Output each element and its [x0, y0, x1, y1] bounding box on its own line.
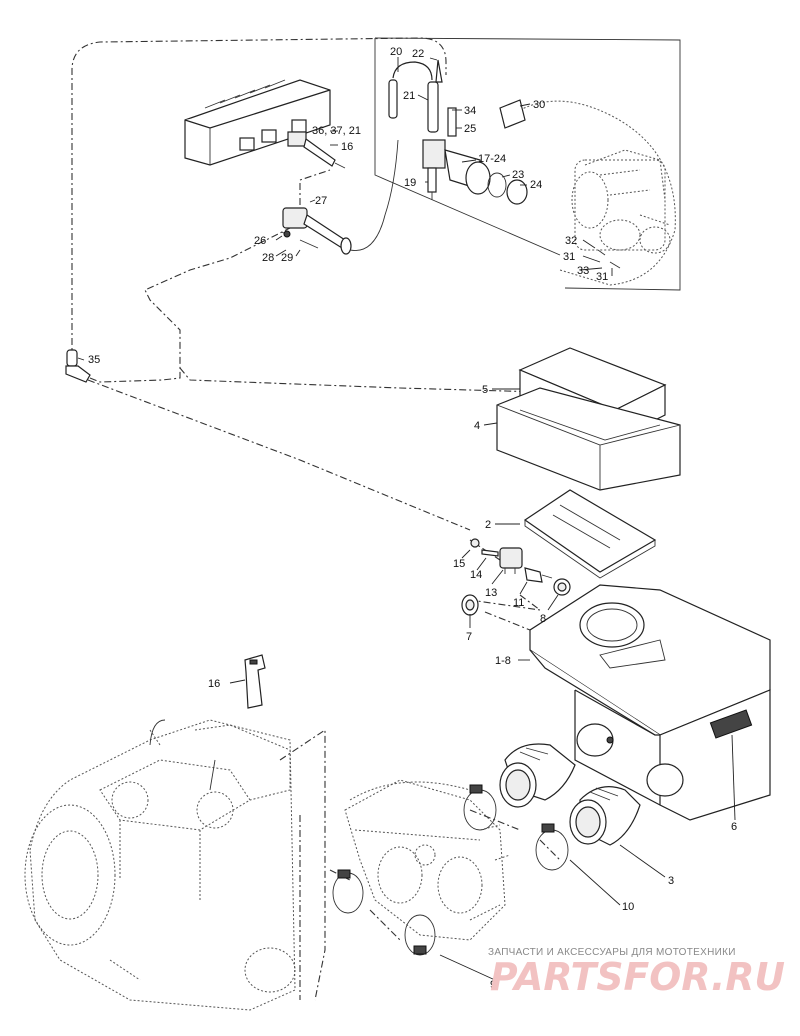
small-parts — [461, 538, 571, 616]
routing-lines — [71, 37, 561, 1001]
label-32: 32 — [565, 235, 577, 247]
label-28: 28 — [262, 252, 274, 264]
engine-sketch — [24, 719, 296, 1011]
label-33: 33 — [577, 265, 589, 277]
label-16-bottom: 16 — [208, 678, 220, 690]
label-35: 35 — [88, 354, 100, 366]
label-24: 24 — [530, 179, 542, 191]
inset-engine-sketch — [571, 149, 671, 269]
label-10: 10 — [622, 901, 634, 913]
label-36-37-21: 36, 37, 21 — [312, 125, 361, 137]
label-13: 13 — [485, 587, 497, 599]
label-5: 5 — [482, 384, 488, 396]
ecu-module — [184, 79, 331, 166]
label-14: 14 — [470, 569, 482, 581]
filter-plate-2 — [523, 489, 657, 579]
sensor-connector — [287, 131, 346, 169]
hose-clamps — [332, 784, 569, 956]
rubber-couplers — [499, 743, 641, 846]
sensor-27 — [281, 139, 399, 255]
label-31-right: 31 — [596, 271, 608, 283]
label-8: 8 — [540, 613, 546, 625]
label-21: 21 — [403, 90, 415, 102]
elbow-fitting-35 — [65, 349, 91, 383]
label-3: 3 — [668, 875, 674, 887]
label-19: 19 — [404, 177, 416, 189]
label-11: 11 — [513, 597, 524, 609]
label-34: 34 — [464, 105, 476, 117]
watermark-brand: PARTSFOR.RU — [490, 955, 785, 999]
label-30: 30 — [533, 99, 545, 111]
filter-frame-4 — [496, 387, 681, 491]
watermark-tagline: ЗАПЧАСТИ И АКСЕССУАРЫ ДЛЯ МОТОТЕХНИКИ — [488, 947, 736, 958]
callout-labels: 20 22 21 34 30 25 36, 37, 21 16 17-24 23… — [88, 46, 737, 991]
label-2: 2 — [485, 519, 491, 531]
airbox-housing — [529, 584, 771, 821]
label-20: 20 — [390, 46, 402, 58]
label-6: 6 — [731, 821, 737, 833]
label-23: 23 — [512, 169, 524, 181]
watermark: ЗАПЧАСТИ И АКСЕССУАРЫ ДЛЯ МОТОТЕХНИКИ PA… — [488, 947, 785, 999]
injector-assembly — [388, 59, 528, 205]
label-15: 15 — [453, 558, 465, 570]
carburetor-sketch — [344, 779, 511, 941]
label-27: 27 — [315, 195, 327, 207]
label-25: 25 — [464, 123, 476, 135]
key-tab-16 — [244, 654, 266, 709]
label-7: 7 — [466, 631, 472, 643]
label-26: 26 — [254, 235, 266, 247]
label-1-8: 1-8 — [495, 655, 511, 667]
leader-lines — [77, 57, 736, 981]
label-22: 22 — [412, 48, 424, 60]
label-29: 29 — [281, 252, 293, 264]
label-17-24: 17-24 — [478, 153, 506, 165]
label-31-left: 31 — [563, 251, 575, 263]
label-16-top: 16 — [341, 141, 353, 153]
label-4: 4 — [474, 420, 480, 432]
label-9: 9 — [490, 979, 496, 991]
